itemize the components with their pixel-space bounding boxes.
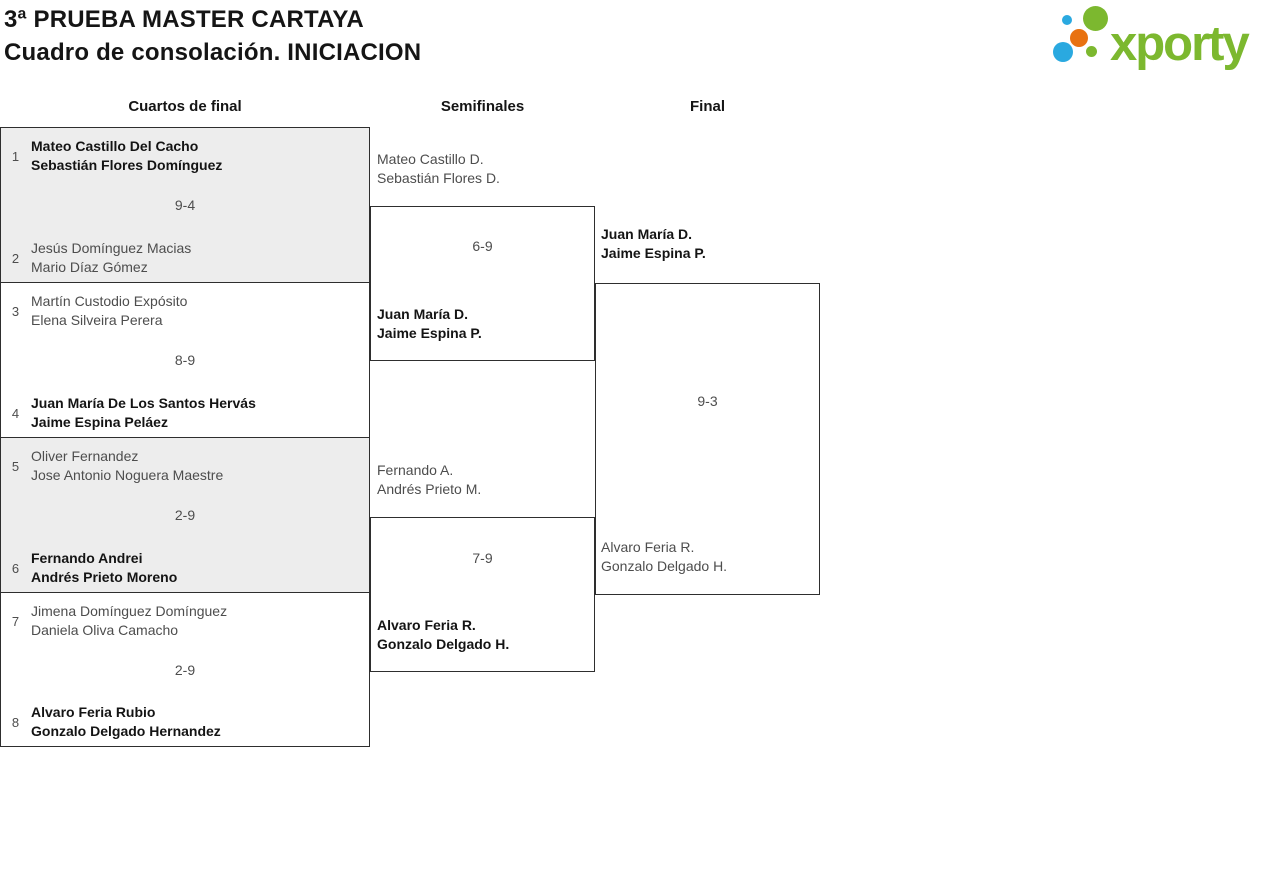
seed-number: 8 [11, 714, 20, 730]
player-name: Sebastián Flores D. [377, 170, 500, 186]
logo-wordmark: xporty [1110, 17, 1250, 71]
match-score: 2-9 [174, 507, 196, 523]
seed-number: 5 [11, 458, 20, 474]
player-name: Jaime Espina Peláez [31, 414, 168, 430]
player-name: Fernando A. [377, 462, 454, 478]
team-names: Alvaro Feria Rubio Gonzalo Delgado Herna… [31, 703, 221, 741]
team-names: Alvaro Feria R. Gonzalo Delgado H. [601, 538, 727, 576]
quarterfinals-column: 1 Mateo Castillo Del Cacho Sebastián Flo… [0, 127, 370, 747]
page-subtitle: Cuadro de consolación. INICIACION [4, 39, 422, 66]
quarterfinal-match-1: 1 Mateo Castillo Del Cacho Sebastián Flo… [0, 127, 370, 282]
player-name: Juan María D. [377, 306, 469, 322]
player-name: Juan María De Los Santos Hervás [31, 395, 256, 411]
seed-number: 6 [11, 560, 20, 576]
final-match-box [595, 283, 820, 595]
player-name: Gonzalo Delgado H. [377, 636, 510, 652]
team-slot: 7 Jimena Domínguez Domínguez Daniela Oli… [9, 602, 227, 640]
team-names: Juan María De Los Santos Hervás Jaime Es… [31, 394, 256, 432]
team-slot: 5 Oliver Fernandez Jose Antonio Noguera … [9, 447, 223, 485]
match-score: 6-9 [472, 238, 493, 254]
round-header-semifinals: Semifinales [440, 98, 525, 115]
team-slot: 6 Fernando Andrei Andrés Prieto Moreno [9, 549, 177, 587]
player-name: Mario Díaz Gómez [31, 259, 148, 275]
round-header-final: Final [689, 98, 725, 115]
player-name: Martín Custodio Expósito [31, 293, 188, 309]
team-slot: 8 Alvaro Feria Rubio Gonzalo Delgado Her… [9, 703, 221, 741]
player-name: Gonzalo Delgado H. [601, 558, 728, 574]
team-names: Martín Custodio Expósito Elena Silveira … [31, 292, 187, 330]
player-name: Andrés Prieto M. [377, 481, 482, 497]
match-score: 8-9 [174, 352, 196, 368]
seed-number: 7 [11, 613, 20, 629]
team-slot: 1 Mateo Castillo Del Cacho Sebastián Flo… [9, 137, 223, 175]
team-names: Alvaro Feria R. Gonzalo Delgado H. [377, 616, 509, 654]
team-names: Mateo Castillo Del Cacho Sebastián Flore… [31, 137, 222, 175]
player-name: Jimena Domínguez Domínguez [31, 603, 228, 619]
player-name: Alvaro Feria R. [377, 617, 476, 633]
team-names: Jimena Domínguez Domínguez Daniela Oliva… [31, 602, 227, 640]
quarterfinal-match-2: 3 Martín Custodio Expósito Elena Silveir… [0, 282, 370, 437]
team-names: Jesús Domínguez Macias Mario Díaz Gómez [31, 239, 191, 277]
match-score: 9-4 [174, 197, 196, 213]
team-names: Oliver Fernandez Jose Antonio Noguera Ma… [31, 447, 223, 485]
logo-dot-green-big-icon [1083, 6, 1108, 31]
player-name: Daniela Oliva Camacho [31, 622, 179, 638]
player-name: Mateo Castillo Del Cacho [31, 138, 199, 154]
seed-number: 1 [11, 148, 20, 164]
player-name: Andrés Prieto Moreno [31, 569, 178, 585]
player-name: Sebastián Flores Domínguez [31, 157, 223, 173]
round-header-quarterfinals: Cuartos de final [128, 98, 242, 115]
xporty-logo: xporty [1046, 4, 1278, 72]
team-names: Mateo Castillo D. Sebastián Flores D. [377, 150, 500, 188]
semifinal-match-2-box [370, 517, 595, 672]
player-name: Jaime Espina P. [377, 325, 482, 341]
player-name: Juan María D. [601, 226, 693, 242]
player-name: Elena Silveira Perera [31, 312, 163, 328]
logo-dot-blue-big-icon [1053, 42, 1073, 62]
player-name: Mateo Castillo D. [377, 151, 484, 167]
team-names: Juan María D. Jaime Espina P. [601, 225, 706, 263]
player-name: Jesús Domínguez Macias [31, 240, 192, 256]
player-name: Jose Antonio Noguera Maestre [31, 467, 224, 483]
player-name: Fernando Andrei [31, 550, 143, 566]
match-score: 9-3 [697, 393, 718, 409]
semifinal-match-1-box [370, 206, 595, 361]
logo-dot-orange-icon [1070, 29, 1088, 47]
team-slot: 4 Juan María De Los Santos Hervás Jaime … [9, 394, 256, 432]
seed-number: 2 [11, 250, 20, 266]
player-name: Alvaro Feria Rubio [31, 704, 156, 720]
logo-dot-blue-small-icon [1062, 15, 1072, 25]
logo-dot-green-small-icon [1086, 46, 1097, 57]
team-names: Juan María D. Jaime Espina P. [377, 305, 482, 343]
seed-number: 3 [11, 303, 20, 319]
quarterfinal-match-3: 5 Oliver Fernandez Jose Antonio Noguera … [0, 437, 370, 592]
match-score: 2-9 [174, 661, 196, 678]
player-name: Oliver Fernandez [31, 448, 139, 464]
team-slot: 3 Martín Custodio Expósito Elena Silveir… [9, 292, 188, 330]
seed-number: 4 [11, 405, 20, 421]
player-name: Gonzalo Delgado Hernandez [31, 723, 221, 739]
quarterfinal-match-4: 7 Jimena Domínguez Domínguez Daniela Oli… [0, 592, 370, 747]
team-slot: 2 Jesús Domínguez Macias Mario Díaz Góme… [9, 239, 191, 277]
page-title-block: 3ª PRUEBA MASTER CARTAYA Cuadro de conso… [4, 3, 421, 69]
match-score: 7-9 [472, 550, 493, 566]
page-title: 3ª PRUEBA MASTER CARTAYA [4, 6, 364, 33]
player-name: Alvaro Feria R. [601, 539, 695, 555]
team-names: Fernando Andrei Andrés Prieto Moreno [31, 549, 177, 587]
player-name: Jaime Espina P. [601, 245, 706, 261]
team-names: Fernando A. Andrés Prieto M. [377, 461, 481, 499]
